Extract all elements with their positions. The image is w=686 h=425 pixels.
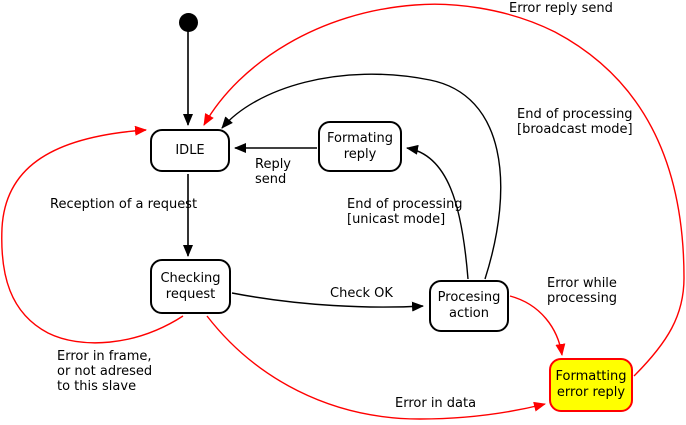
label-reception-of-request: Reception of a request	[50, 197, 198, 212]
state-idle-label: IDLE	[175, 142, 205, 158]
state-checking-request-label-line1: Checking	[160, 270, 221, 286]
label-error-in-data: Error in data	[395, 396, 477, 411]
state-formating-reply-label-line2: reply	[343, 146, 377, 162]
label-error-in-frame: Error in frame, or not adresed to this s…	[57, 349, 152, 394]
state-procesing-action-label-line2: action	[448, 306, 489, 321]
label-end-processing-broadcast-line2: [broadcast mode]	[517, 122, 633, 137]
state-checking-request-label-line2: request	[165, 286, 216, 302]
label-end-processing-broadcast: End of processing [broadcast mode]	[517, 107, 633, 137]
state-formatting-error-reply: Formatting error reply	[549, 358, 633, 412]
label-error-while-processing-line1: Error while	[547, 276, 617, 291]
state-checking-request: Checking request	[150, 259, 231, 314]
label-reply-send-line2: send	[255, 172, 287, 187]
state-procesing-action-label-line1: Procesing	[437, 290, 501, 305]
label-check-ok: Check OK	[330, 286, 393, 301]
transition-error-in-data	[206, 315, 546, 420]
transition-check-ok	[231, 292, 424, 312]
initial-state-dot	[179, 13, 198, 32]
label-error-reply-send: Error reply send	[509, 1, 613, 16]
transition-error-reply-send	[203, 3, 685, 377]
label-error-in-frame-line1: Error in frame,	[57, 349, 152, 364]
label-end-processing-unicast-line2: [unicast mode]	[347, 212, 446, 227]
state-formating-reply: Formating reply	[318, 121, 402, 172]
label-error-while-processing-line2: processing	[547, 291, 618, 306]
transition-error-in-frame	[1, 125, 184, 344]
label-end-processing-unicast: End of processing [unicast mode]	[347, 197, 463, 227]
transition-end-processing-unicast	[406, 144, 469, 280]
state-formating-reply-label-line1: Formating	[327, 130, 393, 146]
label-error-in-frame-line3: to this slave	[57, 379, 137, 394]
label-error-while-processing: Error while processing	[547, 276, 617, 306]
label-end-processing-broadcast-line1: End of processing	[517, 107, 633, 122]
state-formatting-error-reply-label-line2: error reply	[556, 385, 626, 400]
transition-error-while-processing	[509, 295, 566, 356]
state-procesing-action: Procesing action	[429, 280, 509, 332]
label-error-in-frame-line2: or not adresed	[57, 364, 153, 379]
label-reply-send-line1: Reply	[255, 157, 292, 172]
transition-end-processing-broadcast	[221, 73, 502, 280]
state-formatting-error-reply-label-line1: Formatting	[555, 369, 627, 384]
label-reply-send: Reply send	[255, 157, 291, 187]
label-end-processing-unicast-line1: End of processing	[347, 197, 463, 212]
state-idle: IDLE	[150, 129, 230, 172]
